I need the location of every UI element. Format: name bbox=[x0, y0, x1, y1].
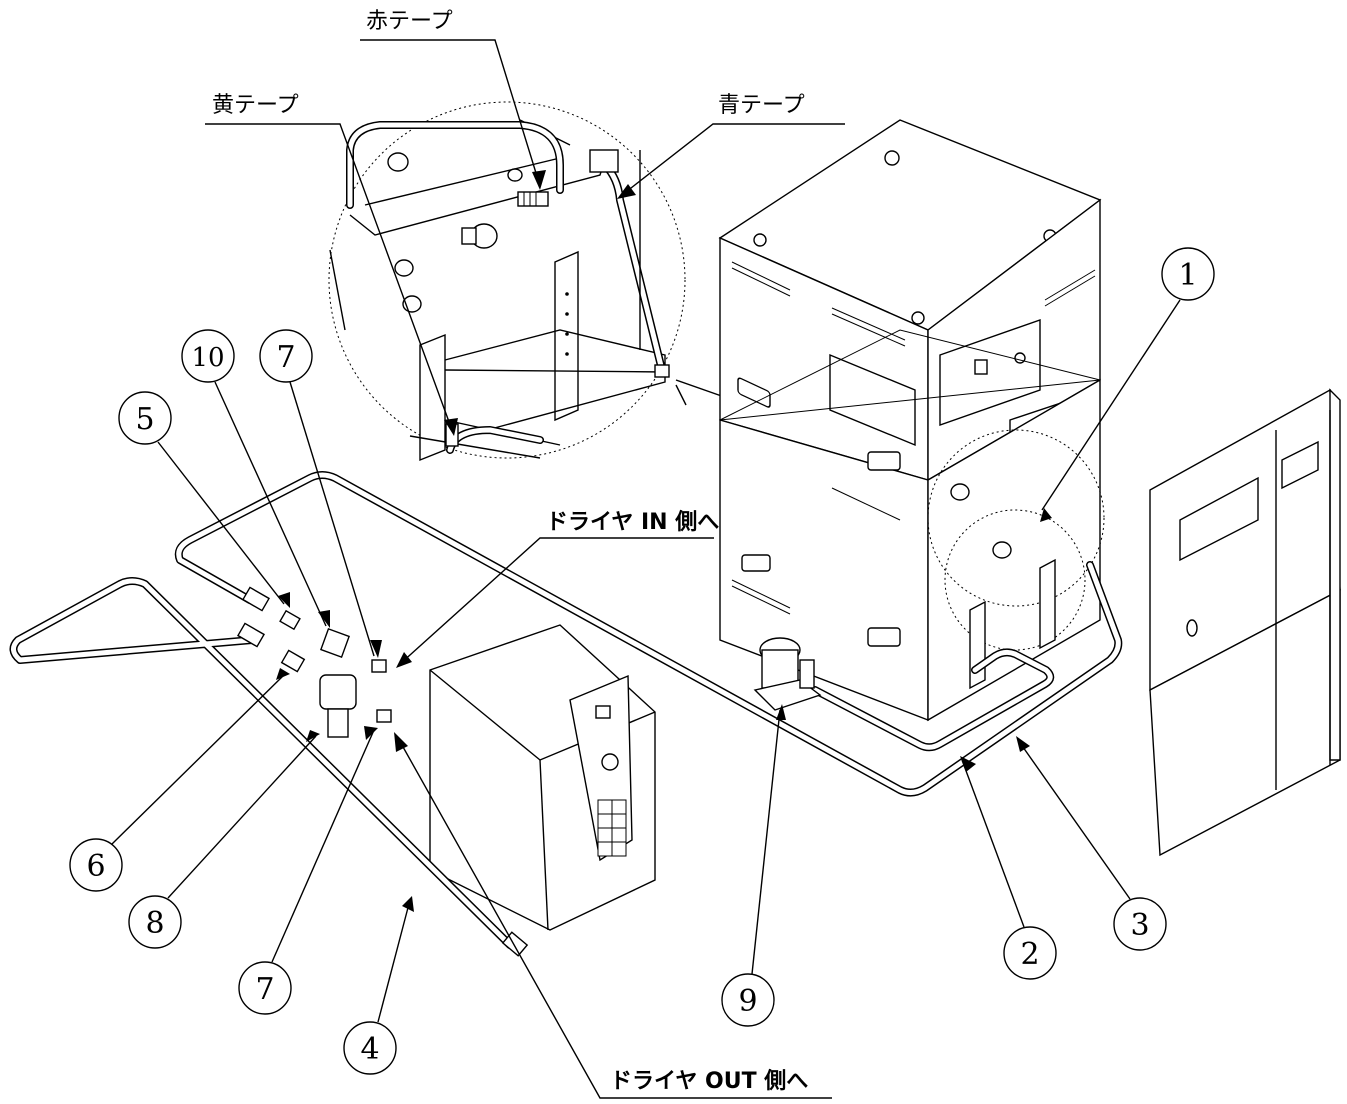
callout-7a-number: 7 bbox=[276, 340, 295, 375]
callout-2-number: 2 bbox=[1020, 937, 1039, 972]
arrowhead bbox=[1016, 736, 1030, 752]
pipe-3 bbox=[174, 471, 1123, 797]
callout-9: 9 bbox=[721, 709, 781, 1027]
callout-8: 8 bbox=[128, 735, 317, 949]
callout-3-number: 3 bbox=[1130, 908, 1149, 943]
dryer-unit bbox=[429, 624, 656, 931]
dryer-out-label: ドライヤ OUT 側へ bbox=[610, 1069, 808, 1094]
arrowhead bbox=[306, 730, 320, 742]
callout-4-number: 4 bbox=[360, 1032, 379, 1067]
dryer-out-callout: ドライヤ OUT 側へ bbox=[394, 732, 832, 1099]
callout-5-number: 5 bbox=[135, 402, 154, 437]
arrowhead bbox=[960, 756, 976, 772]
callout-6-number: 6 bbox=[86, 849, 105, 884]
yellow-tape-callout: 黄テープ bbox=[205, 93, 458, 436]
callout-2: 2 bbox=[961, 759, 1057, 980]
arrowhead bbox=[276, 668, 290, 680]
arrowhead bbox=[370, 640, 382, 658]
fitting-10 bbox=[320, 628, 350, 658]
arrowhead bbox=[1040, 508, 1052, 522]
pipe-4 bbox=[9, 577, 514, 949]
dryer-in-callout: ドライヤ IN 側へ bbox=[396, 510, 719, 668]
red-tape-callout: 赤テープ bbox=[360, 9, 546, 190]
callout-10: 10 bbox=[181, 329, 327, 627]
fitting-7 bbox=[371, 659, 392, 723]
callout-10-number: 10 bbox=[191, 343, 224, 373]
red-tape-label: 赤テープ bbox=[366, 9, 453, 34]
detail-circle bbox=[328, 101, 686, 462]
valve-9 bbox=[753, 637, 822, 711]
side-panel bbox=[1149, 388, 1341, 857]
arrowhead bbox=[278, 592, 290, 608]
regulator-8 bbox=[319, 674, 357, 738]
arrowhead bbox=[402, 896, 414, 912]
callout-7b-number: 7 bbox=[255, 972, 274, 1007]
callout-4: 4 bbox=[343, 899, 411, 1075]
main-unit bbox=[718, 119, 1105, 722]
callout-7a: 7 bbox=[259, 329, 375, 657]
callout-7b: 7 bbox=[238, 729, 375, 1015]
callout-3: 3 bbox=[1017, 739, 1167, 951]
blue-tape-label: 青テープ bbox=[718, 93, 805, 118]
callout-8-number: 8 bbox=[145, 906, 164, 941]
pipe-2 bbox=[811, 648, 1055, 752]
callout-6: 6 bbox=[69, 673, 286, 892]
dryer-in-label: ドライヤ IN 側へ bbox=[546, 510, 719, 535]
callout-9-number: 9 bbox=[738, 984, 757, 1019]
arrowhead bbox=[318, 610, 330, 628]
blue-tape-callout: 青テープ bbox=[617, 93, 845, 199]
arrowhead bbox=[776, 704, 786, 720]
callout-1-number: 1 bbox=[1178, 258, 1197, 293]
callout-1: 1 bbox=[1041, 247, 1215, 511]
fitting-6 bbox=[237, 622, 306, 673]
fitting-5 bbox=[242, 586, 301, 631]
fitting-dryer-out bbox=[501, 931, 529, 957]
yellow-tape-label: 黄テープ bbox=[212, 93, 299, 118]
callout-5: 5 bbox=[118, 391, 285, 605]
arrowhead bbox=[364, 726, 378, 740]
